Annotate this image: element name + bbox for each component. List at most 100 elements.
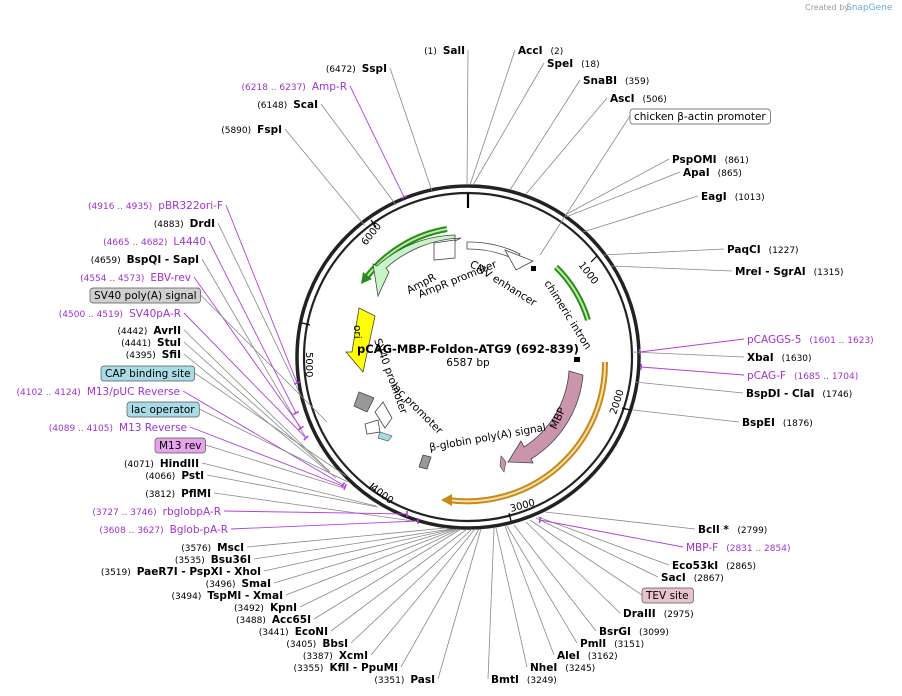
primer-mbp-f[interactable]: MBP-F(2831 .. 2854)	[538, 516, 790, 554]
site-position: (4071)	[124, 460, 154, 470]
tev-site-feature[interactable]	[499, 455, 507, 473]
site-bcli[interactable]: BclI *(2799)	[544, 511, 767, 536]
feature-label-cmv-enhancer: CMV enhancer	[467, 258, 539, 309]
feature-cap-binding-site[interactable]: CAP binding site	[100, 365, 347, 477]
lac-operator-feature[interactable]	[377, 431, 393, 442]
ampr-promoter-feature[interactable]	[433, 239, 456, 261]
site-bspdi-clai[interactable]: BspDI - ClaI(1746)	[634, 381, 852, 400]
site-bsrgi[interactable]: BsrGI(3099)	[513, 524, 669, 638]
primer-bglob-pa-r[interactable]: Bglob-pA-R(3608 .. 3627)	[99, 517, 419, 536]
site-leader-line	[206, 474, 379, 508]
site-mrei-sgrai[interactable]: MreI - SgrAI(1315)	[610, 265, 844, 278]
site-eco53ki[interactable]: Eco53kI(2865)	[537, 516, 756, 572]
site-xcmi[interactable]: XcmI(3387)	[303, 528, 476, 662]
site-saci[interactable]: SacI(2867)	[535, 517, 724, 584]
site-bmti[interactable]: BmtI(3249)	[487, 527, 557, 686]
site-name: AccI	[518, 45, 542, 57]
site-pasi[interactable]: PasI(3351)	[374, 528, 482, 686]
feature-box	[154, 437, 206, 454]
primer-l4440[interactable]: L4440(4665 .. 4682)	[103, 236, 300, 416]
primer-m13-reverse[interactable]: M13 Reverse(4089 .. 4105)	[49, 422, 347, 491]
site-sfii[interactable]: SfiI(4395)	[126, 349, 337, 479]
feature-chicken-actin-promoter[interactable]: chicken β-actin promoter	[539, 108, 771, 256]
primer-rbglobpa-r[interactable]: rbglobpA-R(3727 .. 3746)	[92, 506, 408, 518]
primer-leader-line	[182, 390, 344, 486]
beta-globin-polya-feature[interactable]	[418, 454, 432, 470]
site-msci[interactable]: MscI(3576)	[181, 527, 447, 554]
site-snabi[interactable]: SnaBI(359)	[509, 75, 649, 191]
primer-name: EBV-rev	[150, 272, 191, 284]
feature-lac-operator[interactable]: lac operator	[126, 401, 349, 483]
mbp-feature[interactable]	[507, 370, 584, 464]
site-smai[interactable]: SmaI(3496)	[206, 528, 456, 590]
site-scai[interactable]: ScaI(6148)	[257, 99, 397, 206]
sv40-promoter-feature[interactable]	[374, 401, 393, 429]
ori-feature[interactable]	[345, 307, 376, 373]
site-hindiii[interactable]: HindIII(4071)	[124, 458, 377, 507]
site-bspei[interactable]: BspEI(1876)	[632, 409, 813, 429]
feature-tev-site[interactable]: TEV site	[529, 519, 694, 604]
primer-pbr322ori-f[interactable]: pBR322ori-F(4916 .. 4935)	[88, 200, 301, 385]
site-avrii[interactable]: AvrII(4442)	[117, 325, 330, 472]
site-pflmi[interactable]: PflMI(3812)	[145, 488, 414, 522]
site-bbsi[interactable]: BbsI(3405)	[286, 528, 473, 650]
site-draiii[interactable]: DraIII(2975)	[525, 521, 694, 620]
primer-position: (3727 .. 3746)	[92, 508, 156, 518]
lac-promoter-feature[interactable]	[364, 419, 381, 435]
primer-pcaggs-5[interactable]: pCAGGS-5(1601 .. 1623)	[638, 334, 874, 356]
site-position: (2867)	[694, 574, 724, 584]
site-position: (861)	[725, 156, 749, 166]
site-leader-line	[565, 171, 681, 218]
ampr-feature[interactable]	[372, 234, 462, 298]
tick-mark-6000	[370, 219, 377, 228]
site-name: BspQI - SapI	[127, 254, 199, 266]
site-name: ScaI	[293, 99, 318, 111]
site-leader-line	[437, 528, 482, 680]
primer-binding-mark	[638, 348, 642, 356]
site-sspi[interactable]: SspI(6472)	[326, 63, 433, 192]
site-position: (3355)	[294, 664, 324, 674]
site-sali[interactable]: SalI(1)	[424, 45, 469, 186]
primer-name: Bglob-pA-R	[170, 524, 228, 536]
site-kfli-ppumi[interactable]: KflI - PpuMI(3355)	[294, 528, 480, 674]
site-bsu36i[interactable]: Bsu36I(3535)	[175, 528, 452, 566]
site-kpni[interactable]: KpnI(3492)	[234, 528, 460, 614]
site-pmli[interactable]: PmlI(3151)	[506, 525, 644, 650]
feature-box	[89, 287, 201, 304]
primer-ebv-rev[interactable]: EBV-rev(4554 .. 4573)	[80, 272, 304, 431]
site-position: (2799)	[737, 526, 767, 536]
site-leader-line	[509, 79, 581, 191]
site-paer7i-pspxi-xhoi[interactable]: PaeR7I - PspXI - XhoI(3519)	[101, 528, 454, 578]
site-stui[interactable]: StuI(4441)	[121, 337, 331, 473]
sv40-polya-feature[interactable]	[353, 391, 375, 413]
site-paqci[interactable]: PaqCI(1227)	[602, 244, 799, 256]
site-pspomi[interactable]: PspOMI(861)	[564, 154, 749, 216]
site-spei[interactable]: SpeI(18)	[472, 58, 600, 186]
primer-leader-line	[223, 510, 408, 515]
site-fspi[interactable]: FspI(5890)	[221, 124, 366, 227]
site-leader-line	[400, 528, 480, 668]
feature-sv40-poly-a-signal[interactable]: SV40 poly(A) signal	[89, 287, 328, 423]
site-alei[interactable]: AleI(3162)	[504, 525, 618, 662]
site-name: SmaI	[242, 578, 272, 590]
primer-pcag-f[interactable]: pCAG-F(1685 .. 1704)	[639, 363, 858, 382]
feature-m13-rev[interactable]: M13 rev	[154, 437, 345, 489]
site-eagi[interactable]: EagI(1013)	[582, 191, 765, 233]
site-apai[interactable]: ApaI(865)	[565, 167, 742, 218]
primer-binding-mark	[400, 194, 408, 200]
site-tspmi-xmai[interactable]: TspMI - XmaI(3494)	[171, 528, 458, 602]
site-asci[interactable]: AscI(506)	[525, 93, 667, 195]
primer-m13-puc-reverse[interactable]: M13/pUC Reverse(4102 .. 4124)	[17, 386, 346, 488]
site-position: (3387)	[303, 652, 333, 662]
site-acci[interactable]: AccI(2)	[469, 45, 563, 186]
site-xbai[interactable]: XbaI(1630)	[631, 351, 812, 364]
site-psti[interactable]: PstI(4066)	[145, 470, 379, 508]
site-acc65i[interactable]: Acc65I(3488)	[236, 528, 462, 626]
site-econi[interactable]: EcoNI(3441)	[259, 528, 468, 638]
site-drdi[interactable]: DrdI(4883)	[154, 218, 302, 397]
site-position: (4395)	[126, 351, 156, 361]
site-nhei[interactable]: NheI(3245)	[495, 527, 595, 674]
primer-amp-r[interactable]: Amp-R(6218 .. 6237)	[242, 81, 408, 200]
primer-sv40pa-r[interactable]: SV40pA-R(4500 .. 4519)	[59, 308, 309, 441]
site-position: (3535)	[175, 556, 205, 566]
